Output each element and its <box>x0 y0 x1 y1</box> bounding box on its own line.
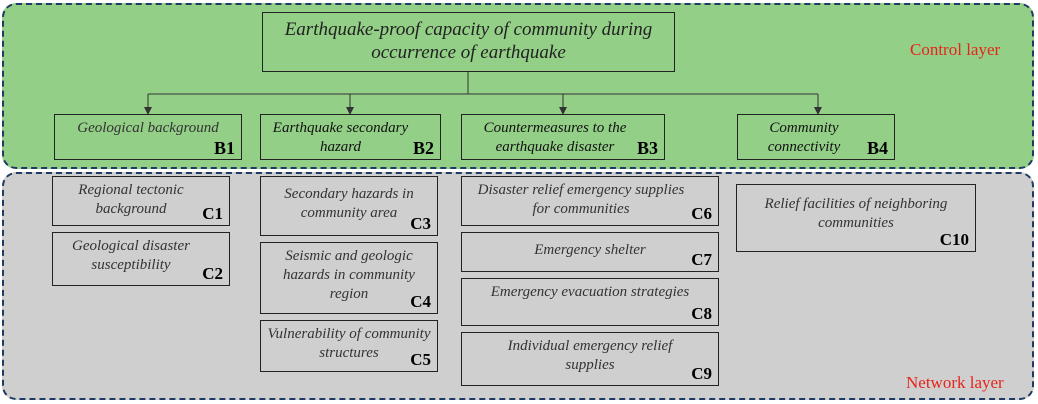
indicator-label: Geological disaster susceptibility <box>72 238 190 273</box>
indicator-code: C8 <box>691 304 712 323</box>
criterion-code: B4 <box>866 138 888 158</box>
indicator-node-c2: Geological disaster susceptibility C2 <box>52 232 230 286</box>
criterion-code: B1 <box>213 138 235 158</box>
indicator-code: C7 <box>691 250 712 269</box>
network-layer-label: Network layer <box>906 373 1004 392</box>
indicator-code: C9 <box>691 364 712 383</box>
indicator-code: C6 <box>691 204 712 223</box>
indicator-node-c4: Seismic and geologic hazards in communit… <box>260 242 438 314</box>
indicator-label: Disaster relief emergency supplies for c… <box>477 182 685 217</box>
indicator-node-c7: Emergency shelter C7 <box>461 232 719 272</box>
criterion-label: Geological background <box>77 120 219 136</box>
indicator-code: C10 <box>939 230 969 249</box>
indicator-label: Secondary hazards in community area <box>284 186 414 221</box>
indicator-label: Vulnerability of community structures <box>267 326 431 361</box>
indicator-label: Individual emergency relief supplies <box>507 338 673 373</box>
criterion-code: B2 <box>412 138 434 158</box>
indicator-code: C5 <box>410 350 431 369</box>
indicator-node-c5: Vulnerability of community structures C5 <box>260 320 438 372</box>
indicator-code: C1 <box>202 204 223 223</box>
criterion-label: Countermeasures to the earthquake disast… <box>483 120 627 155</box>
indicator-label: Emergency evacuation strategies <box>490 284 690 300</box>
control-layer-panel <box>2 3 1034 169</box>
indicator-code: C2 <box>202 264 223 283</box>
indicator-label: Seismic and geologic hazards in communit… <box>283 248 415 302</box>
criterion-label: Community connectivity <box>767 120 841 155</box>
criterion-node-b1: Geological background B1 <box>54 114 242 160</box>
indicator-label: Regional tectonic background <box>78 182 184 217</box>
criterion-label: Earthquake secondary hazard <box>272 120 409 155</box>
indicator-node-c1: Regional tectonic background C1 <box>52 176 230 226</box>
indicator-node-c10: Relief facilities of neighboring communi… <box>736 184 976 252</box>
indicator-code: C4 <box>410 292 431 311</box>
criterion-code: B3 <box>636 138 658 158</box>
indicator-node-c8: Emergency evacuation strategies C8 <box>461 278 719 326</box>
indicator-code: C3 <box>410 214 431 233</box>
criterion-node-b3: Countermeasures to the earthquake disast… <box>461 114 665 160</box>
control-layer-label: Control layer <box>910 40 1001 59</box>
indicator-node-c6: Disaster relief emergency supplies for c… <box>461 176 719 226</box>
goal-title: Earthquake-proof capacity of community d… <box>284 19 653 63</box>
goal-node: Earthquake-proof capacity of community d… <box>262 12 675 72</box>
indicator-node-c3: Secondary hazards in community area C3 <box>260 176 438 236</box>
indicator-node-c9: Individual emergency relief supplies C9 <box>461 332 719 386</box>
network-layer-panel <box>2 172 1034 400</box>
criterion-node-b4: Community connectivity B4 <box>737 114 895 160</box>
criterion-node-b2: Earthquake secondary hazard B2 <box>260 114 441 160</box>
indicator-label: Relief facilities of neighboring communi… <box>764 196 948 231</box>
indicator-label: Emergency shelter <box>534 242 646 258</box>
